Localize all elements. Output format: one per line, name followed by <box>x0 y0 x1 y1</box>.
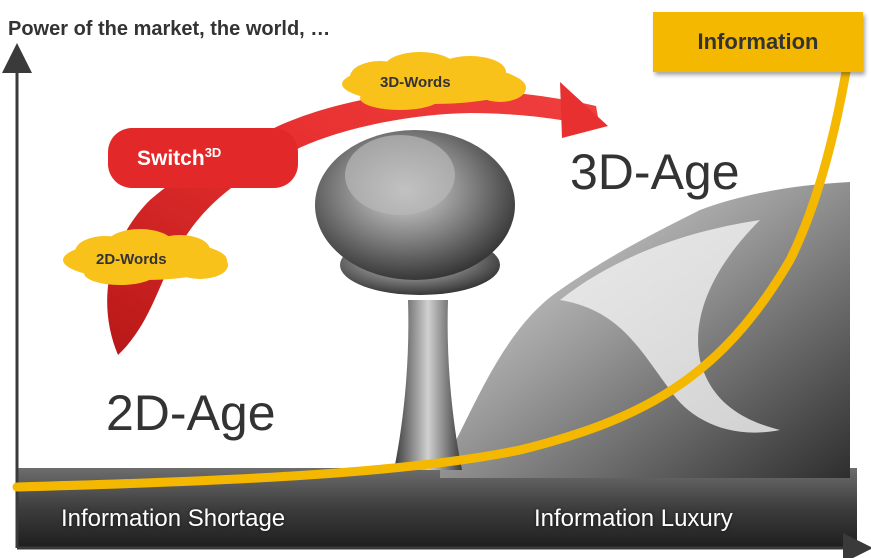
information-label-box: Information <box>653 12 863 72</box>
mushroom-cloud-image <box>315 130 515 470</box>
3d-words-cloud <box>342 52 526 110</box>
information-curve <box>12 55 853 492</box>
information-shortage-label: Information Shortage <box>61 505 286 532</box>
2d-words-label: 2D-Words <box>96 251 167 268</box>
information-label: Information <box>697 29 819 54</box>
information-luxury-label: Information Luxury <box>534 505 733 532</box>
switch-superscript: 3D <box>204 145 222 160</box>
2d-age-label: 2D-Age <box>106 385 276 441</box>
switch-arrow-head <box>560 82 608 138</box>
switch-badge <box>108 128 298 188</box>
y-axis-title: Power of the market, the world, … <box>8 18 331 40</box>
2d-words-cloud <box>63 229 228 285</box>
wave-crest <box>560 220 780 433</box>
3d-age-label: 3D-Age <box>570 144 740 200</box>
3d-words-label: 3D-Words <box>380 74 451 91</box>
switch-label-text: Switch <box>137 147 205 170</box>
switch-label: Switch3D <box>137 145 221 171</box>
